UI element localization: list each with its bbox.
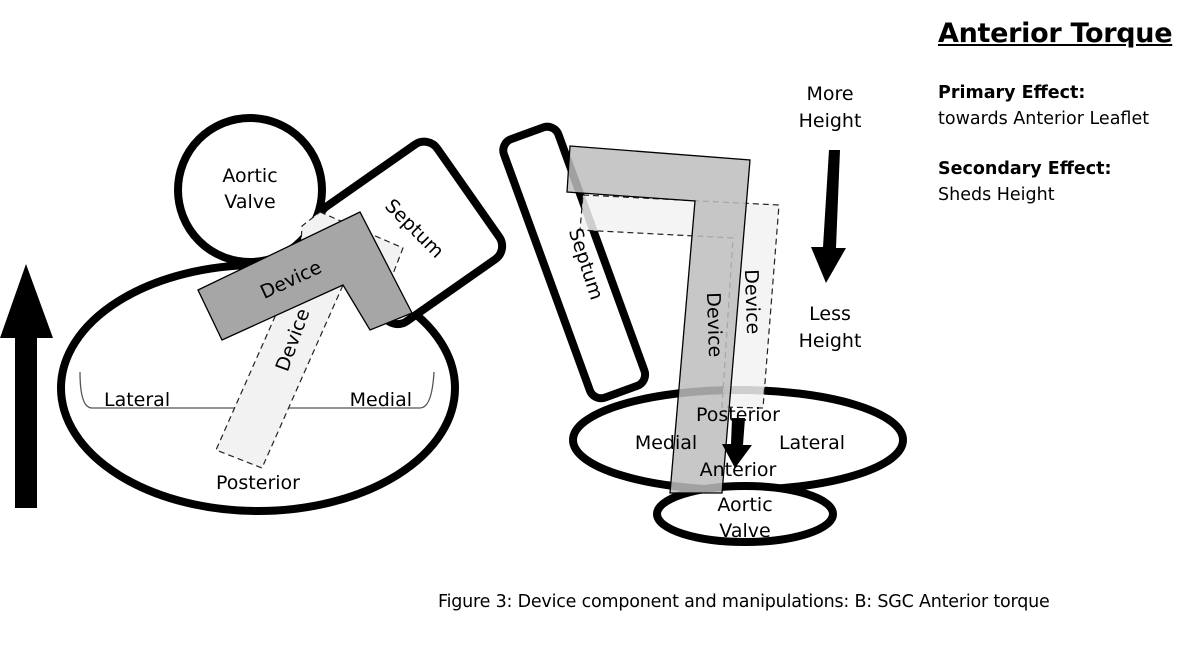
figure-caption: Figure 3: Device component and manipulat… [438,592,1050,612]
right-posterior-label: Posterior [696,404,780,426]
panel-title: Anterior Torque [938,18,1173,49]
right-aortic-valve-label-1: Aortic [717,494,772,516]
more-height-label-1: More [806,83,853,105]
left-aortic-valve-label-2: Valve [224,191,275,213]
secondary-effect-label: Secondary Effect: [938,159,1112,179]
left-posterior-label: Posterior [216,472,300,494]
left-device-solid [197,211,413,341]
right-device-solid [566,145,751,494]
right-septum-shape [499,122,650,403]
right-aortic-valve-label-2: Valve [719,520,770,542]
anterior-arrow-icon [722,418,752,468]
less-height-label-2: Height [799,330,862,352]
right-aortic-valve-ellipse [653,482,837,546]
effects-panel: Anterior Torque Primary Effect: towards … [938,18,1198,205]
up-arrow-icon [0,264,53,508]
more-height-label-2: Height [799,110,862,132]
medial-label: Medial [350,389,412,411]
lateral-label: Lateral [104,389,170,411]
right-device-solid-label: Device [702,292,726,358]
primary-effect-label: Primary Effect: [938,83,1086,103]
secondary-effect-value: Sheds Height [938,185,1055,205]
down-arrow-icon [811,150,846,283]
primary-effect-value: towards Anterior Leaflet [938,109,1150,129]
right-anterior-label: Anterior [700,459,777,481]
right-medial-label: Medial [635,432,697,454]
left-aortic-valve-label-1: Aortic [222,165,277,187]
less-height-label-1: Less [809,303,851,325]
right-device-ghost-label: Device [740,269,764,335]
left-aortic-valve-circle [174,114,326,266]
right-lateral-label: Lateral [779,432,845,454]
